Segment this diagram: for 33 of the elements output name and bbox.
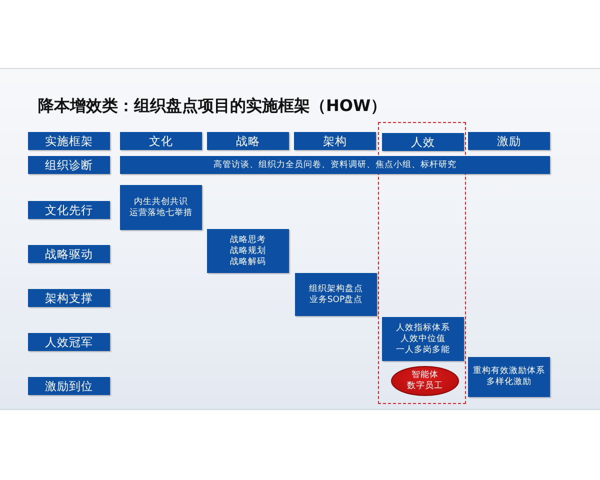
list-item-text: 人效指标体系	[396, 322, 450, 334]
list-item-text: 业务SOP盘点	[309, 294, 363, 306]
list-item-text: 人效中位值	[400, 334, 446, 344]
row-label: 激励到位	[28, 377, 110, 395]
row-label: 人效冠军	[28, 333, 110, 351]
list-item-text: 组织架构盘点	[309, 284, 363, 294]
column-header: 战略	[207, 132, 289, 150]
content-box	[382, 317, 464, 361]
content-box	[295, 273, 377, 316]
row-label: 文化先行	[28, 201, 110, 219]
list-item-text: 战略思考	[230, 234, 266, 246]
list-item-text: 一人多岗多能	[396, 344, 450, 356]
slide-title: 降本增效类：组织盘点项目的实施框架（HOW）	[38, 96, 387, 116]
list-item-text: 重构有效激励体系	[473, 366, 545, 377]
row-label: 战略驱动	[28, 245, 110, 263]
content-box	[468, 357, 550, 397]
method-band: 高管访谈、组织力全员问卷、资料调研、焦点小组、标杆研究	[120, 156, 550, 174]
row-label: 组织诊断	[28, 156, 110, 174]
list-item-text: 运营落地七举措	[130, 208, 192, 218]
column-header: 激励	[468, 132, 550, 150]
content-box	[207, 229, 289, 273]
row-label: 架构支撑	[28, 289, 110, 307]
list-item-text: 内生共创共识	[134, 196, 188, 208]
row-label: 实施框架	[28, 132, 110, 150]
content-box	[120, 185, 202, 230]
column-header: 人效	[382, 133, 464, 151]
ellipse-text: 智能体	[412, 370, 438, 380]
ellipse-text: 数字员工	[407, 381, 443, 392]
list-item-text: 多样化激励	[486, 377, 532, 388]
column-header: 架构	[294, 132, 376, 150]
column-header: 文化	[120, 132, 202, 150]
list-item-text: 战略规划	[230, 246, 266, 256]
list-item-text: 战略解码	[230, 256, 266, 268]
